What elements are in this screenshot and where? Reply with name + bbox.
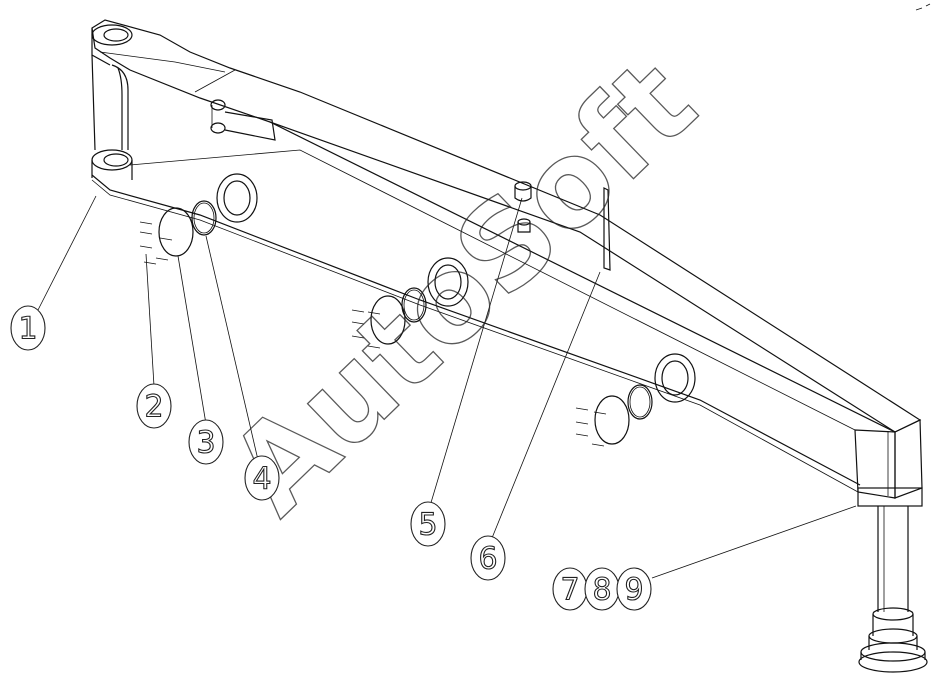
callout-label: 8: [592, 573, 611, 608]
callout-label: 1: [18, 312, 37, 347]
callout-6: 6: [470, 535, 506, 581]
corner-mark: [915, 3, 931, 11]
leader-lines: [37, 195, 857, 579]
top-bushings: [514, 181, 611, 271]
callout-9: 9: [616, 567, 652, 611]
cover-set-right: [575, 384, 653, 447]
callout-7: 7: [552, 567, 588, 611]
callout-label: 2: [144, 390, 163, 425]
callout-8: 8: [584, 567, 620, 611]
callout-label: 7: [560, 573, 579, 608]
lug-bracket: [210, 99, 276, 141]
boom-beam: [91, 19, 923, 507]
callout-label: 4: [252, 462, 271, 497]
cover-set-left: [139, 200, 217, 265]
callout-1: 1: [10, 305, 46, 351]
callout-label: 6: [478, 542, 497, 577]
watermark-text: AutoSoft: [204, 33, 722, 540]
callout-2: 2: [136, 383, 172, 429]
outrigger-leg: [858, 506, 928, 673]
callout-label: 3: [196, 426, 215, 461]
fork-end: [91, 24, 133, 180]
callout-label: 5: [418, 508, 437, 543]
cover-set-middle: [351, 287, 427, 349]
callout-label: 9: [624, 573, 643, 608]
callout-5: 5: [410, 501, 446, 547]
callout-3: 3: [188, 419, 224, 465]
callout-4: 4: [244, 455, 280, 501]
inspection-ports: [216, 173, 696, 403]
